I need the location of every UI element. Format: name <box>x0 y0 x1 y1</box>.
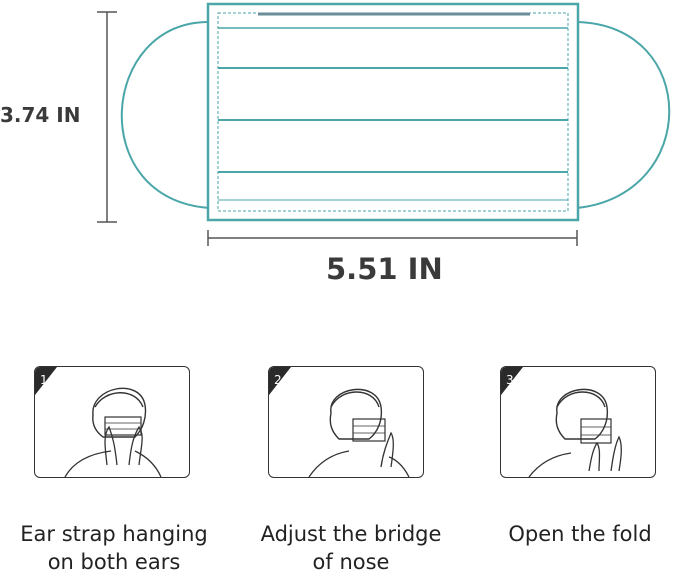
mask-body <box>206 2 580 222</box>
step-1-caption-line1: Ear strap hanging <box>20 522 208 546</box>
step-2-illustration: 2 <box>269 367 410 477</box>
step-2-caption-line2: of nose <box>312 550 390 574</box>
step-1-caption: Ear strap hanging on both ears <box>10 520 218 576</box>
step-1-number: 1 <box>40 373 48 387</box>
mask-diagram <box>97 2 671 246</box>
right-ear-loop <box>576 21 671 209</box>
height-dimension-label: 3.74 IN <box>0 103 81 127</box>
step-panel-1: 1 <box>34 366 190 478</box>
step-1-caption-line2: on both ears <box>47 550 181 574</box>
step-panel-2: 2 <box>268 366 424 478</box>
left-ear-loop <box>120 20 211 209</box>
step-3-illustration: 3 <box>501 367 622 477</box>
step-2-caption-line1: Adjust the bridge <box>260 522 442 546</box>
step-3-number: 3 <box>506 373 514 387</box>
step-2-caption: Adjust the bridge of nose <box>246 520 456 576</box>
width-dimension-label: 5.51 IN <box>326 252 443 286</box>
step-1-illustration: 1 <box>35 367 162 477</box>
step-3-caption-line1: Open the fold <box>508 522 652 546</box>
step-2-number: 2 <box>274 373 282 387</box>
step-3-caption: Open the fold <box>490 520 670 548</box>
step-panel-3: 3 <box>500 366 656 478</box>
